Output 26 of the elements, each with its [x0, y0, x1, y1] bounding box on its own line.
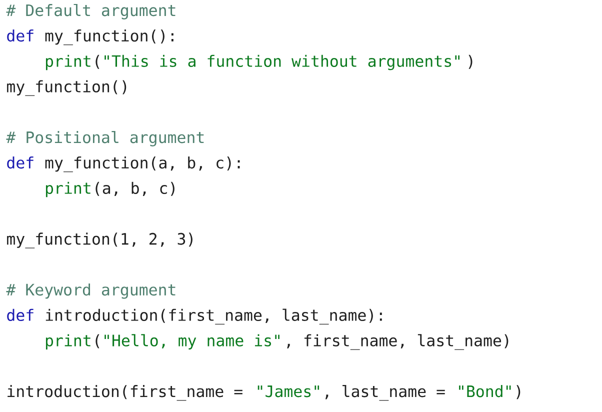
code-string: "Bond": [459, 385, 511, 398]
code-text: , last_name =: [325, 384, 445, 401]
code-string: "Hello, my name is": [104, 334, 280, 350]
code-text: my_function(): [7, 80, 126, 96]
code-comment: # Keyword argument: [6, 283, 176, 299]
code-comment: # Default argument: [6, 4, 176, 20]
code-text: ): [468, 54, 472, 69]
code-builtin: print: [46, 182, 90, 198]
code-text: my_function():: [45, 29, 174, 46]
code-text: (: [96, 334, 100, 348]
code-text: , first_name, last_name): [287, 334, 508, 350]
code-keyword: def: [7, 308, 34, 322]
code-text: (: [96, 54, 100, 69]
code-text: my_function(1, 2, 3): [7, 232, 192, 248]
code-comment: # Positional argument: [6, 130, 204, 146]
code-text: (a, b, c): [96, 182, 174, 196]
code-builtin: print: [46, 54, 90, 70]
code-keyword: def: [7, 156, 34, 169]
code-builtin: print: [46, 334, 90, 350]
code-text: my_function(a, b, c):: [45, 156, 240, 172]
code-text: introduction(first_name, last_name):: [46, 308, 382, 324]
code-text: introduction(first_name =: [8, 385, 242, 401]
code-string: "This is a function without arguments": [104, 54, 460, 70]
code-text: ): [516, 385, 520, 400]
code-keyword: def: [7, 29, 34, 42]
code-string: "James": [258, 386, 320, 398]
